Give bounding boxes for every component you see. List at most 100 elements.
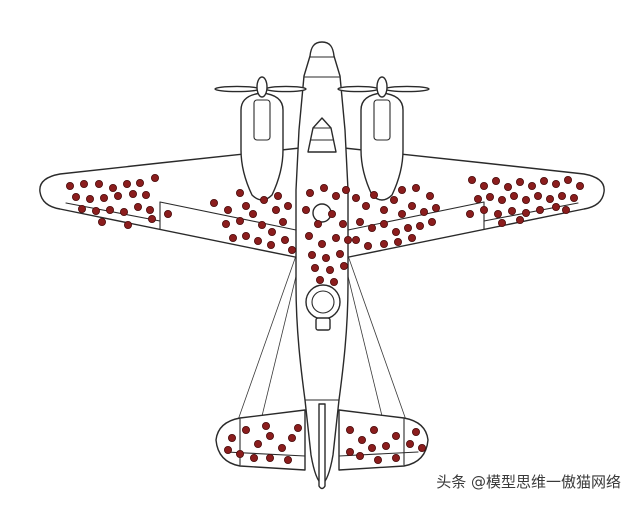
bullet-hole-dot <box>253 236 262 245</box>
bullet-hole-dot <box>304 231 313 240</box>
bullet-hole-dot <box>367 223 376 232</box>
bullet-hole-dot <box>273 191 282 200</box>
bullet-hole-dot <box>86 194 95 203</box>
bullet-hole-dot <box>235 188 244 197</box>
bullet-hole-dot <box>124 220 133 229</box>
bullet-hole-dot <box>120 207 129 216</box>
bullet-hole-dot <box>411 427 420 436</box>
bullet-hole-dot <box>507 206 516 215</box>
bullet-hole-dot <box>473 194 482 203</box>
right-propeller <box>337 76 430 98</box>
bullet-hole-dot <box>361 201 370 210</box>
bullet-hole-dot <box>522 208 531 217</box>
right-propeller-blade-left <box>337 85 379 93</box>
bullet-hole-dot <box>516 215 525 224</box>
bullet-hole-dot <box>546 194 555 203</box>
bullet-hole-dot <box>467 175 476 184</box>
bullet-hole-dot <box>313 219 322 228</box>
bullet-hole-dot <box>287 245 296 254</box>
bullet-hole-dot <box>355 451 364 460</box>
bullet-hole-dot <box>540 176 549 185</box>
bullet-hole-dot <box>576 181 585 190</box>
bullet-hole-dot <box>351 235 360 244</box>
right-aileron-line <box>483 202 579 222</box>
bullet-hole-dot <box>407 201 416 210</box>
bullet-hole-dot <box>305 188 314 197</box>
right-engine-nacelle <box>360 92 404 201</box>
bullet-hole-dot <box>325 265 334 274</box>
bullet-hole-dot <box>379 205 388 214</box>
cockpit-canopy <box>307 117 337 153</box>
bullet-hole-dot <box>558 191 567 200</box>
bullet-hole-dot <box>265 431 274 440</box>
bullet-hole-dot <box>381 441 390 450</box>
turret-mount <box>315 317 331 331</box>
bullet-hole-dot <box>66 181 75 190</box>
bullet-hole-dot <box>248 209 257 218</box>
bullet-hole-dot <box>343 235 352 244</box>
bullet-hole-dot <box>493 209 502 218</box>
left-propeller-blade-left <box>214 85 260 93</box>
bullet-hole-dot <box>427 217 436 226</box>
bullet-hole-dot <box>338 219 347 228</box>
bullet-hole-dot <box>339 261 348 270</box>
bullet-hole-dot <box>241 231 250 240</box>
bullet-hole-dot <box>321 253 330 262</box>
bullet-hole-dot <box>522 195 531 204</box>
bullet-hole-dot <box>109 183 118 192</box>
bullet-hole-dot <box>223 205 232 214</box>
bullet-hole-dot <box>403 223 412 232</box>
bullet-hole-dot <box>345 425 354 434</box>
bullet-hole-dot <box>283 201 292 210</box>
bullet-hole-dot <box>106 205 115 214</box>
turret-inner-ring <box>311 290 335 314</box>
bullet-hole-dot <box>357 435 366 444</box>
bullet-hole-dot <box>145 205 154 214</box>
bullet-hole-dot <box>373 455 382 464</box>
bullet-hole-dot <box>100 193 109 202</box>
bullet-hole-dot <box>391 227 400 236</box>
watermark: 头条 @模型思维一傲猫网络 <box>436 473 621 491</box>
bullet-hole-dot <box>397 209 406 218</box>
bullet-hole-dot <box>283 455 292 464</box>
right-bracing-line-outer <box>345 249 407 421</box>
bullet-hole-dot <box>331 191 340 200</box>
bullet-hole-dot <box>397 185 406 194</box>
bullet-hole-dot <box>465 209 474 218</box>
left-flap-line <box>159 201 297 231</box>
bullet-hole-dot <box>407 233 416 242</box>
bullet-hole-dot <box>479 181 488 190</box>
bullet-hole-dot <box>253 439 262 448</box>
bullet-hole-dot <box>391 431 400 440</box>
bullet-hole-dot <box>235 216 244 225</box>
bullet-hole-dot <box>331 233 340 242</box>
bullet-hole-dot <box>497 218 506 227</box>
bullet-hole-dot <box>307 250 316 259</box>
bullet-hole-dot <box>431 203 440 212</box>
bullet-hole-dot <box>319 183 328 192</box>
bullet-hole-dot <box>301 205 310 214</box>
bullet-hole-dot <box>355 217 364 226</box>
bullet-hole-dot <box>411 183 420 192</box>
bullet-hole-group <box>66 173 585 464</box>
bullet-hole-dot <box>503 182 512 191</box>
bullet-hole-dot <box>98 217 107 226</box>
bullet-hole-dot <box>335 249 344 258</box>
bullet-hole-dot <box>552 202 561 211</box>
left-bracing-line-inner <box>261 267 299 417</box>
bullet-hole-dot <box>72 192 81 201</box>
bullet-hole-dot <box>389 195 398 204</box>
right-horizontal-stabilizer <box>338 409 429 471</box>
bullet-hole-dot <box>536 205 545 214</box>
right-propeller-spinner <box>376 76 388 98</box>
bullet-hole-dot <box>267 227 276 236</box>
bullet-hole-dot <box>415 221 424 230</box>
left-propeller-blade-right <box>265 85 307 93</box>
bullet-hole-dot <box>133 202 142 211</box>
bullet-hole-dot <box>163 209 172 218</box>
bullet-hole-dot <box>367 443 376 452</box>
bullet-hole-dot <box>271 205 280 214</box>
bullet-hole-dot <box>141 190 150 199</box>
bullet-hole-dot <box>327 209 336 218</box>
